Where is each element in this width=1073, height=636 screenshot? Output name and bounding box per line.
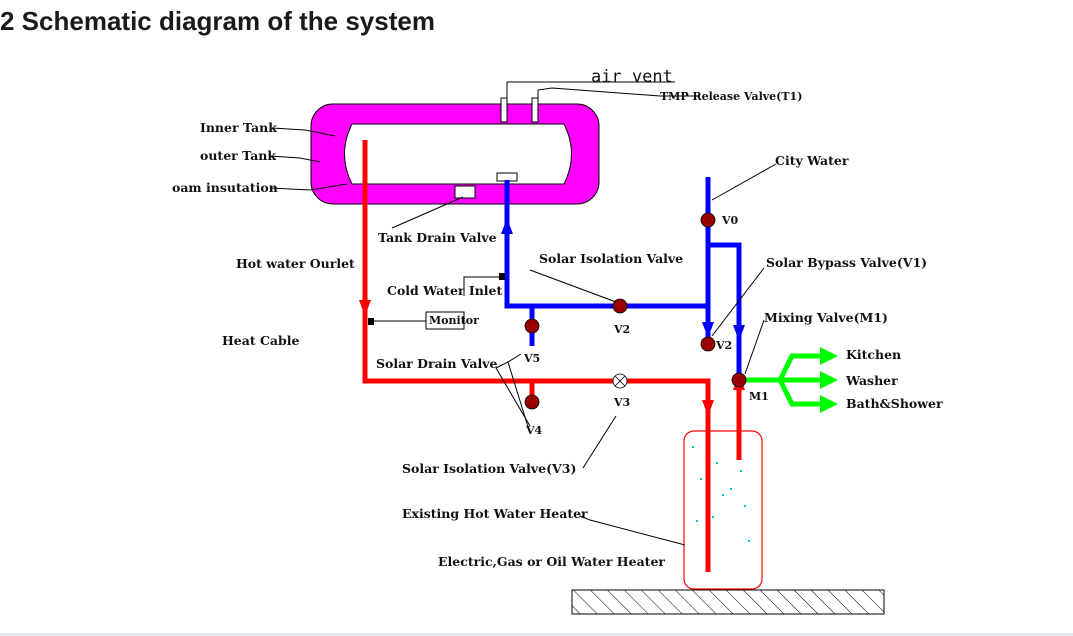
label-mixing-valve: Mixing Valve(M1): [764, 310, 888, 325]
label-solar-isolation-valve: Solar Isolation Valve: [539, 251, 683, 266]
tank-drain-fitting: [454, 185, 476, 199]
cold-inlet-marker: [499, 273, 505, 280]
label-v0: V0: [721, 214, 739, 227]
label-city-water: City Water: [775, 153, 849, 168]
outlet-arrows: [820, 347, 838, 413]
ground-base: [571, 589, 885, 615]
bottom-scrollbar-track: [0, 633, 1073, 636]
valves: [524, 212, 747, 410]
page-title: 2 Schematic diagram of the system: [0, 6, 435, 36]
label-washer: Washer: [845, 373, 898, 388]
label-solar-bypass-valve: Solar Bypass Valve(V1): [766, 255, 927, 270]
valve-v5-top: [524, 318, 540, 334]
label-electric-heater: Electric,Gas or Oil Water Heater: [438, 554, 665, 569]
outlet-pipes: [742, 353, 822, 407]
label-tank-drain-valve: Tank Drain Valve: [378, 230, 497, 245]
inner-tank: [344, 123, 572, 185]
label-v2-isolation: V2: [613, 323, 630, 336]
label-foam-insulation: oam insutation: [172, 180, 278, 195]
label-m1: M1: [749, 390, 769, 403]
label-v5: V5: [523, 352, 540, 365]
monitor-box: [425, 311, 465, 330]
existing-water-heater: [683, 430, 763, 590]
cold-water-arrows: [501, 218, 745, 341]
label-cold-water-inlet: Cold Water Inlet: [387, 283, 502, 298]
valve-solar-isolation-v2: [612, 298, 628, 314]
label-solar-isolation-v3: Solar Isolation Valve(V3): [402, 461, 576, 476]
label-kitchen: Kitchen: [846, 347, 901, 362]
label-v4: V4: [525, 424, 543, 437]
air-vent-stem: [500, 97, 508, 123]
cold-inlet-fitting: [496, 172, 518, 182]
label-bath-shower: Bath&Shower: [846, 396, 943, 411]
leader-lines: [269, 81, 777, 546]
label-air-vent: air vent: [591, 67, 673, 87]
label-v2-bypass: V2: [715, 339, 732, 352]
solar-tank: [310, 97, 600, 205]
label-inner-tank: Inner Tank: [200, 120, 277, 135]
label-solar-drain-valve: Solar Drain Valve: [376, 356, 498, 371]
label-outer-tank: outer Tank: [200, 148, 276, 163]
valve-v4: [524, 394, 540, 410]
label-monitor: Monitor: [429, 314, 479, 327]
heat-cable-marker: [368, 318, 374, 325]
valve-v0: [700, 212, 716, 228]
valve-m1-mixing: [731, 372, 747, 388]
label-hot-water-outlet: Hot water Ourlet: [236, 256, 355, 271]
label-release-valve: TMP Release Valve(T1): [660, 90, 802, 103]
valve-v2-bypass: [700, 336, 716, 352]
label-heat-cable: Heat Cable: [222, 333, 300, 348]
label-v3: V3: [613, 396, 630, 409]
heater-bubbles: [692, 446, 750, 542]
label-existing-heater: Existing Hot Water Heater: [402, 506, 588, 521]
release-valve-stem: [531, 97, 539, 123]
